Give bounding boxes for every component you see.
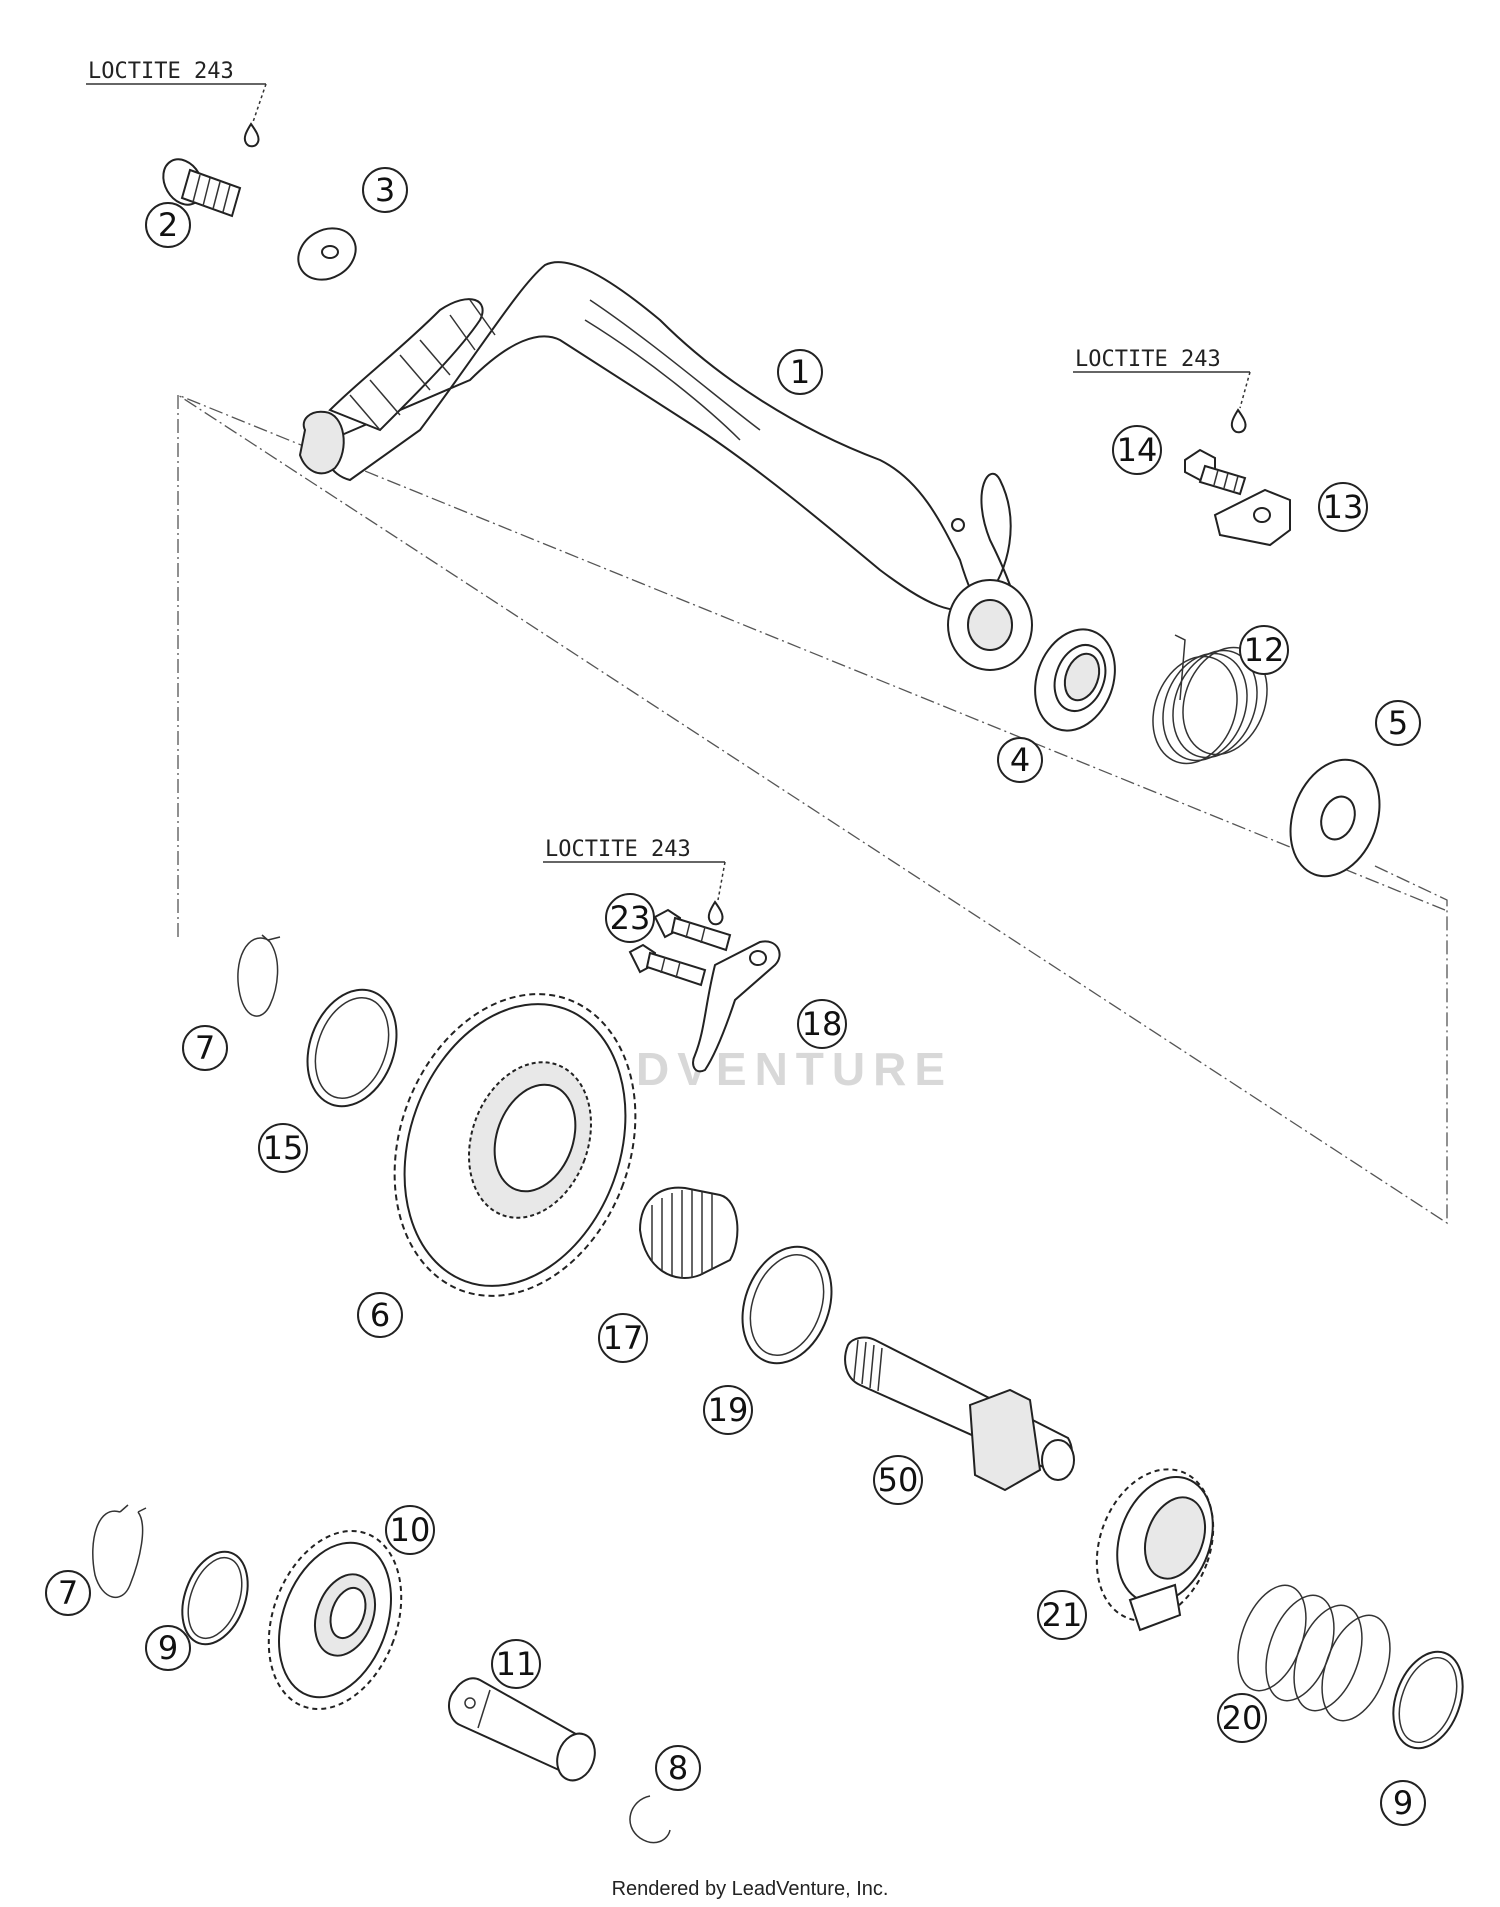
gear-part-6 <box>393 993 637 1297</box>
gear-part-10 <box>267 1529 403 1711</box>
loctite-note-3: LOCTITE 243 <box>543 837 726 926</box>
svg-text:7: 7 <box>58 1574 78 1612</box>
footer-credit: Rendered by LeadVenture, Inc. <box>611 1878 889 1900</box>
callout-8: 8 <box>655 1745 701 1791</box>
svg-text:1: 1 <box>790 353 810 391</box>
svg-text:9: 9 <box>1393 1784 1413 1822</box>
svg-text:11: 11 <box>496 1645 537 1683</box>
callout-11: 11 <box>491 1639 541 1689</box>
washer-part-5 <box>1289 758 1381 878</box>
callout-13: 13 <box>1318 482 1368 532</box>
callout-7-upper: 7 <box>182 1025 228 1071</box>
callout-3: 3 <box>362 167 408 213</box>
bolt-part-14 <box>1184 448 1247 496</box>
callout-2: 2 <box>145 202 191 248</box>
svg-text:15: 15 <box>263 1129 304 1167</box>
callout-14: 14 <box>1112 425 1162 475</box>
svg-text:14: 14 <box>1117 431 1158 469</box>
ratchet-gear-part-21 <box>1095 1468 1215 1632</box>
pawl-part-18 <box>692 940 781 1073</box>
spring-part-20 <box>1237 1584 1391 1722</box>
callout-21: 21 <box>1037 1590 1087 1640</box>
svg-text:18: 18 <box>802 1005 843 1043</box>
kickstarter-lever-part-1 <box>298 261 1033 671</box>
pin-part-11 <box>448 1677 596 1782</box>
callout-17: 17 <box>598 1313 648 1363</box>
screws-part-23 <box>628 908 732 987</box>
svg-text:50: 50 <box>878 1461 919 1499</box>
circlip-part-7-upper <box>237 934 281 1017</box>
svg-text:17: 17 <box>603 1319 644 1357</box>
callout-9-right: 9 <box>1380 1780 1426 1826</box>
callout-4: 4 <box>997 737 1043 783</box>
svg-text:20: 20 <box>1222 1699 1263 1737</box>
loctite-drop-icon <box>1230 408 1247 434</box>
svg-text:7: 7 <box>195 1029 215 1067</box>
callout-1: 1 <box>777 349 823 395</box>
washer-part-9-right <box>1392 1650 1464 1750</box>
washer-part-3 <box>297 227 357 281</box>
svg-text:6: 6 <box>370 1296 390 1334</box>
svg-text:5: 5 <box>1388 704 1408 742</box>
spring-part-12 <box>1152 634 1268 765</box>
washer-part-19 <box>741 1245 833 1365</box>
svg-text:LOCTITE 243: LOCTITE 243 <box>1075 347 1221 372</box>
svg-text:LOCTITE 243: LOCTITE 243 <box>545 837 691 862</box>
circlip-part-7-lower <box>92 1504 147 1599</box>
callouts: 1 2 3 4 5 6 7 7 8 9 9 10 11 12 13 14 15 … <box>45 167 1426 1826</box>
svg-text:21: 21 <box>1042 1596 1083 1634</box>
callout-50: 50 <box>873 1455 923 1505</box>
screw-part-2 <box>162 158 242 218</box>
callout-12: 12 <box>1239 625 1289 675</box>
callout-15: 15 <box>258 1123 308 1173</box>
needle-bearing-part-17 <box>638 1186 739 1279</box>
loctite-note-1: LOCTITE 243 <box>86 59 267 148</box>
callout-10: 10 <box>385 1505 435 1555</box>
callout-9-left: 9 <box>145 1625 191 1671</box>
callout-19: 19 <box>703 1385 753 1435</box>
callout-18: 18 <box>797 999 847 1049</box>
callout-20: 20 <box>1217 1693 1267 1743</box>
circlip-part-8 <box>629 1795 671 1844</box>
washer-part-9-left <box>181 1550 249 1646</box>
svg-text:10: 10 <box>390 1511 431 1549</box>
washer-part-15 <box>306 988 398 1108</box>
shaft-part-50 <box>844 1336 1075 1492</box>
loctite-drop-icon <box>243 122 260 148</box>
loctite-note-2: LOCTITE 243 <box>1073 347 1251 434</box>
seal-part-4 <box>1034 628 1116 732</box>
svg-text:12: 12 <box>1244 631 1285 669</box>
svg-text:4: 4 <box>1010 741 1030 779</box>
svg-text:2: 2 <box>158 206 178 244</box>
callout-5: 5 <box>1375 700 1421 746</box>
bracket-part-13 <box>1213 488 1291 547</box>
svg-text:9: 9 <box>158 1629 178 1667</box>
svg-text:19: 19 <box>708 1391 749 1429</box>
svg-text:3: 3 <box>375 171 395 209</box>
callout-23: 23 <box>605 893 655 943</box>
callout-7-lower: 7 <box>45 1570 91 1616</box>
svg-text:23: 23 <box>610 899 651 937</box>
svg-text:LOCTITE 243: LOCTITE 243 <box>88 59 234 84</box>
svg-text:13: 13 <box>1323 488 1364 526</box>
loctite-drop-icon <box>707 900 724 926</box>
callout-6: 6 <box>357 1292 403 1338</box>
svg-text:8: 8 <box>668 1749 688 1787</box>
